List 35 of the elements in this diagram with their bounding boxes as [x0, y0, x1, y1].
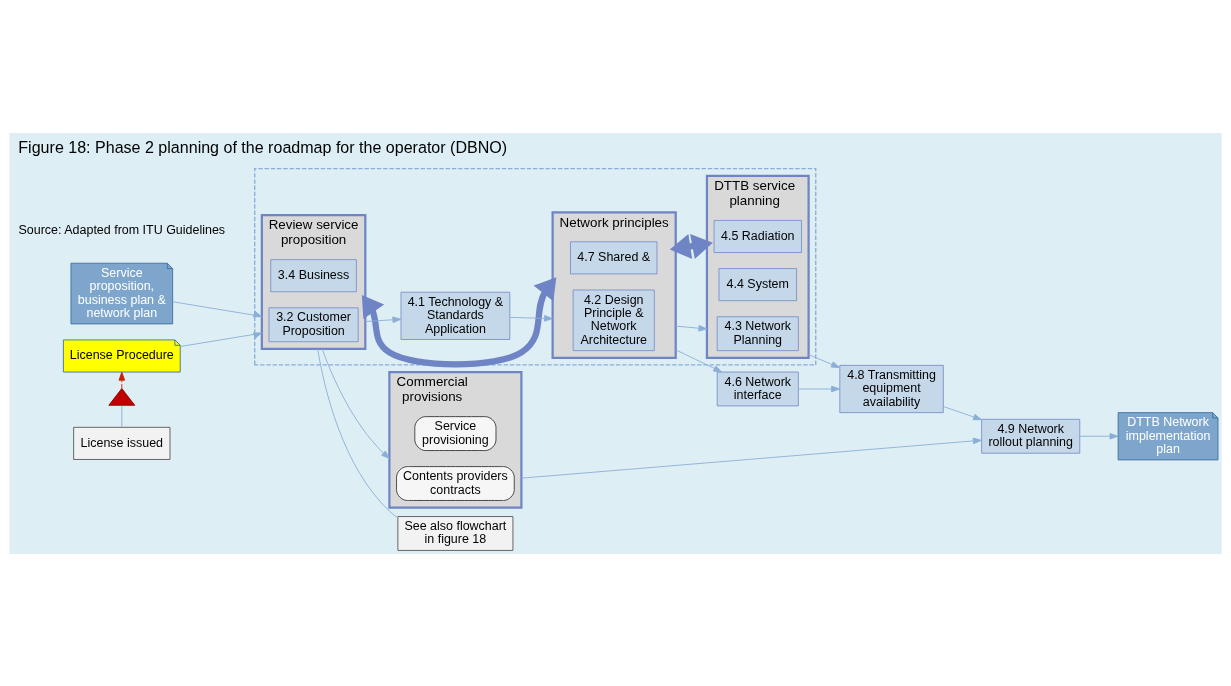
node-box: Service provisioning: [414, 415, 497, 451]
arrow: [364, 316, 402, 323]
connector: [121, 404, 123, 427]
node-box: See also flowchart in figure 18: [397, 515, 514, 551]
arrow: [361, 276, 557, 367]
arrow: [808, 353, 841, 368]
node-triangle: [108, 387, 136, 406]
arrow: [180, 331, 263, 347]
node-box: 4.8 Transmitting equipment availability: [839, 364, 944, 413]
node-box: 4.7 Shared &: [570, 240, 658, 274]
node-box: Contents providers contracts: [396, 465, 515, 501]
arrow: [321, 347, 390, 459]
node-box: 4.5 Radiation: [713, 219, 802, 253]
arrow: [675, 324, 708, 331]
node-box: 4.4 System: [718, 267, 797, 301]
node-box: 4.6 Network interface: [716, 371, 799, 406]
diagram-title: Figure 18: Phase 2 planning of the roadmap for the operator (DBNO): [18, 137, 508, 156]
arrow: [172, 300, 263, 317]
arrow: [669, 233, 713, 259]
arrow: [509, 314, 554, 322]
arrow: [675, 348, 723, 372]
caption: Source: Adapted from ITU Guidelines: [18, 222, 226, 237]
node-box: 3.2 Customer Proposition: [268, 306, 359, 342]
connector: [317, 347, 399, 518]
arrow: [118, 371, 126, 389]
node-box: 4.3 Network Planning: [716, 315, 799, 351]
node-box: License issued: [73, 426, 171, 460]
node-box: 3.4 Business: [270, 258, 357, 292]
node-box: 4.2 Design Principle & Network Architecture: [572, 289, 655, 351]
node-box: 4.9 Network rollout planning: [981, 418, 1081, 454]
arrow: [943, 405, 983, 420]
arrow: [798, 385, 841, 392]
arrow: [1079, 432, 1119, 439]
node-box: 4.1 Technology & Standards Application: [400, 291, 511, 340]
arrow: [520, 437, 982, 479]
